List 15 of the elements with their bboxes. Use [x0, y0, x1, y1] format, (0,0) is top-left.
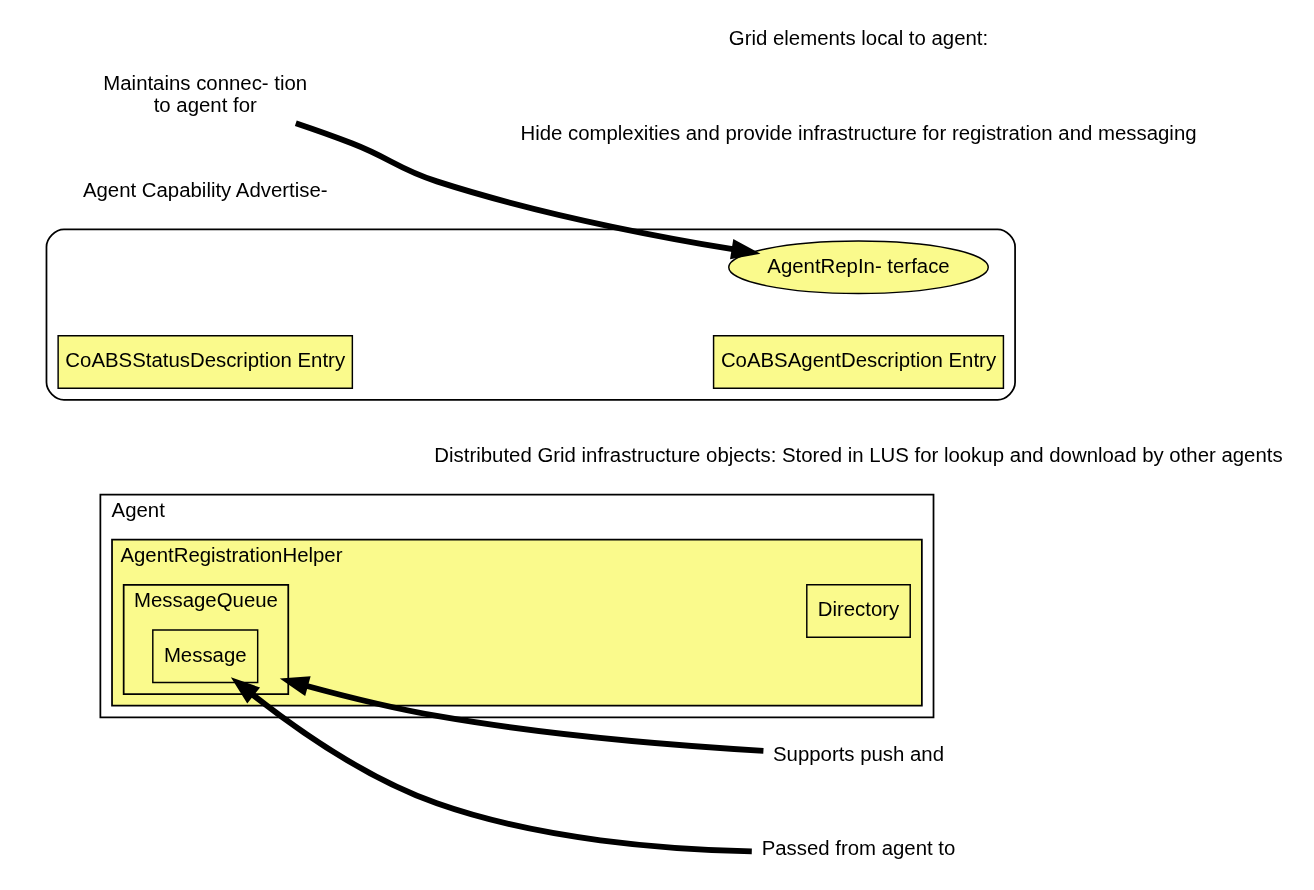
node-text: Supports push and: [772, 742, 944, 765]
node-text: Passed from agent to: [761, 837, 955, 860]
label: Agent Capability Advertise-: [82, 178, 328, 201]
label: Hide complexities and provide infrastructure for registration and messaging: [519, 122, 1197, 145]
label: Distributed Grid infrastructure objects: Stored in LUS for lookup and download by other agents: [433, 444, 1283, 467]
arrow: [279, 676, 764, 754]
node-box: CoABSStatusDescription Entry: [56, 335, 353, 389]
cluster: [45, 228, 1016, 401]
node-box: Message: [151, 629, 258, 684]
arrow: [230, 677, 752, 855]
label: Grid elements local to agent:: [728, 27, 988, 50]
node-text: Maintains connec- tion to agent for: [102, 71, 307, 116]
arrow: [294, 120, 760, 260]
node-box: Directory: [805, 584, 911, 638]
node-box: CoABSAgentDescription Entry: [712, 335, 1004, 389]
